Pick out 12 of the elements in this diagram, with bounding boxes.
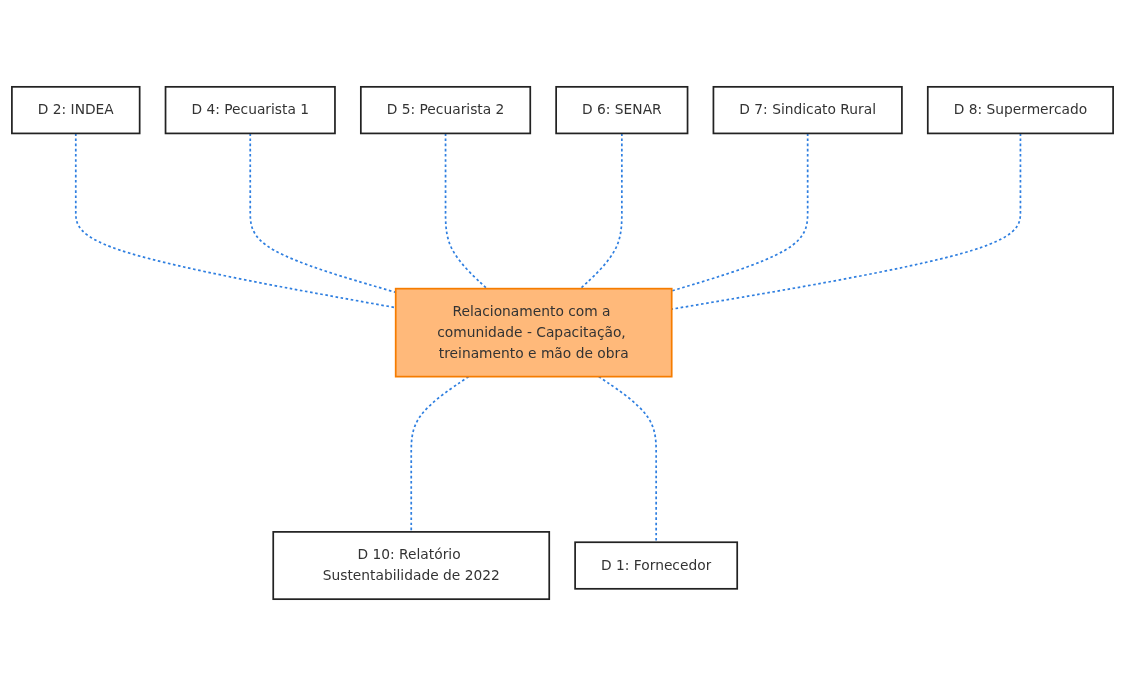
connector — [444, 132, 488, 290]
node-box: D 2: INDEA — [11, 85, 141, 135]
node-box: D 4: Pecuarista 1 — [164, 85, 336, 135]
node-box: D 10: Relatório Sustentabilidade de 2022 — [272, 531, 551, 601]
node-box: D 1: Fornecedor — [574, 541, 739, 590]
node-box: D 5: Pecuarista 2 — [359, 85, 532, 135]
node-box: D 6: SENAR — [555, 85, 689, 135]
node-box: Relacionamento com a comunidade - Capacitação, treinamento e mão de obra — [394, 287, 673, 378]
node-box: D 8: Supermercado — [926, 85, 1114, 135]
node-box: D 7: Sindicato Rural — [712, 85, 903, 135]
connector — [579, 132, 623, 290]
connector — [597, 375, 658, 544]
